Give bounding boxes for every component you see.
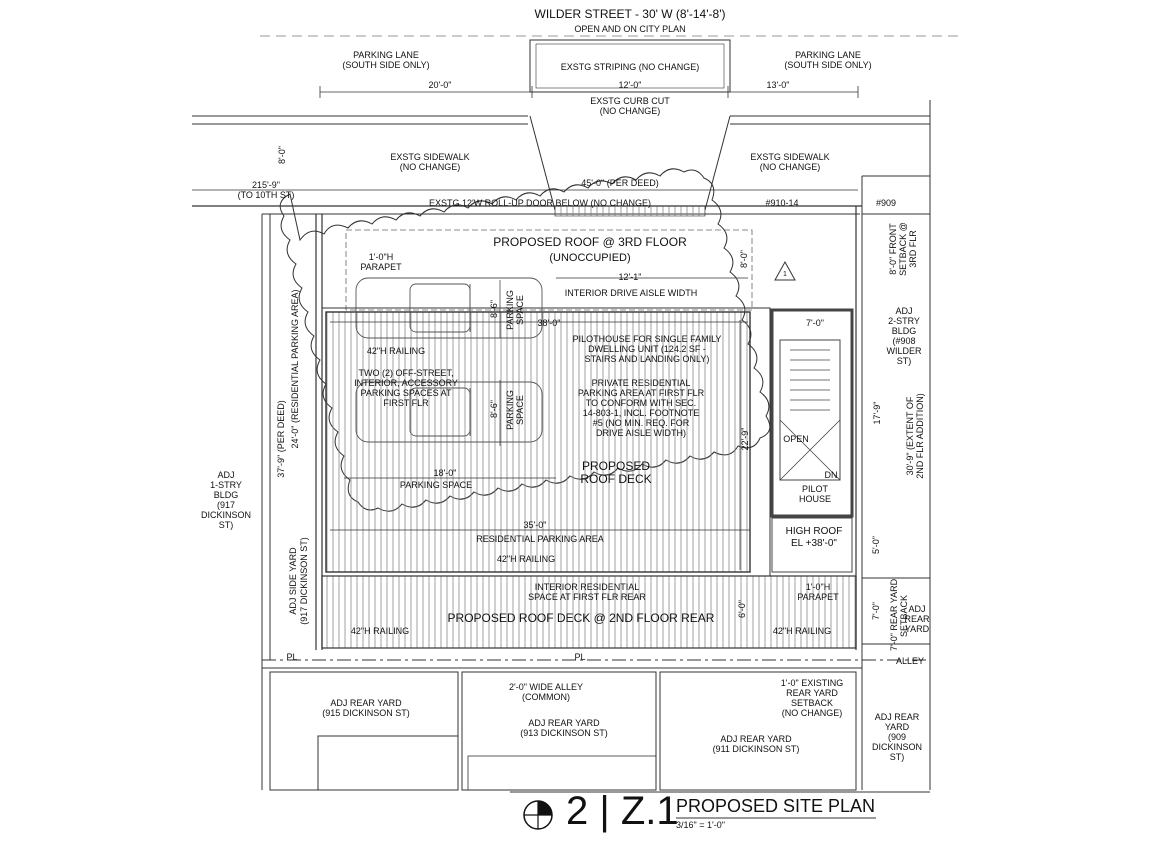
dim-24-res-parking: 24'-0" (RESIDENTIAL PARKING AREA) bbox=[290, 289, 300, 449]
pl-mid: PL bbox=[574, 652, 586, 662]
adj-909: ADJ REAR YARD (909 DICKINSON ST) bbox=[871, 712, 922, 762]
rollup-door: EXSTG 12'W ROLL-UP DOOR BELOW (NO CHANGE… bbox=[428, 198, 652, 208]
north-arrow-icon bbox=[523, 800, 553, 830]
roof-deck-2nd-floor bbox=[321, 575, 857, 649]
dim-35: 35'-0" bbox=[523, 520, 547, 530]
adj-915: ADJ REAR YARD (915 DICKINSON ST) bbox=[322, 698, 410, 718]
dim-6: 6'-0" bbox=[737, 600, 747, 618]
interior-residential: INTERIOR RESIDENTIAL SPACE AT FIRST FLR … bbox=[528, 582, 646, 602]
sheet-number: 2 | Z.1 bbox=[566, 789, 679, 833]
striping-label: EXSTG STRIPING (NO CHANGE) bbox=[560, 62, 700, 72]
dim-20: 20'-0" bbox=[428, 80, 452, 90]
per-deed-37: 37'-9" (PER DEED) bbox=[276, 400, 286, 478]
parking-space-v2: PARKING SPACE bbox=[505, 390, 525, 430]
front-setback: 8'-0" FRONT SETBACK @ 3RD FLR bbox=[888, 222, 918, 276]
high-roof bbox=[771, 517, 853, 573]
car-outline-top bbox=[355, 277, 543, 339]
curb-cut-label: EXSTG CURB CUT (NO CHANGE) bbox=[590, 96, 670, 116]
open-label: OPEN bbox=[783, 434, 809, 444]
parapet-b: 1'-0"H PARAPET bbox=[797, 582, 839, 602]
pilot-house-label: PILOT HOUSE bbox=[798, 484, 831, 504]
adj-side-yard: ADJ SIDE YARD (917 DICKINSON ST) bbox=[288, 537, 309, 625]
dim-38: 38'-0" bbox=[537, 318, 561, 328]
addr-910: #910-14 bbox=[765, 198, 799, 208]
parking-space-h: PARKING SPACE bbox=[399, 480, 473, 490]
dn-label: DN bbox=[824, 470, 838, 480]
adj-1stry: ADJ 1-STRY BLDG (917 DICKINSON ST) bbox=[200, 470, 251, 530]
dim-7: 7'-0" bbox=[806, 318, 824, 328]
roof-deck-2nd-label: PROPOSED ROOF DECK @ 2ND FLOOR REAR bbox=[447, 611, 715, 625]
dim-8-top: 8'-0" bbox=[277, 146, 287, 164]
parapet-top: 1'-0"H PARAPET bbox=[360, 252, 402, 272]
parking-space-v1: PARKING SPACE bbox=[505, 290, 525, 330]
to-10th-st: 215'-9" (TO 10TH ST) bbox=[237, 180, 295, 200]
sheet-title: PROPOSED SITE PLAN bbox=[676, 796, 876, 816]
roof-3rd-floor-label: PROPOSED ROOF @ 3RD FLOOR bbox=[493, 235, 687, 249]
res-parking-area: RESIDENTIAL PARKING AREA bbox=[476, 534, 604, 544]
revision-number: 1 bbox=[783, 271, 787, 278]
proposed-roof-deck: PROPOSED ROOF DECK bbox=[580, 459, 652, 486]
alley-label: ALLEY bbox=[895, 656, 925, 666]
street-name: WILDER STREET - 30' W (8'-14'-8') bbox=[534, 7, 726, 21]
railing-42-d: 42"H RAILING bbox=[772, 626, 832, 636]
dim-8-6-b: 8'-6" bbox=[489, 400, 499, 418]
railing-42-b: 42"H RAILING bbox=[496, 554, 556, 564]
addr-909: #909 bbox=[875, 198, 897, 208]
per-deed-45: 45'-0" (PER DEED) bbox=[581, 178, 659, 188]
dim-17-9: 17'-9" bbox=[872, 401, 882, 425]
sidewalk-left: EXSTG SIDEWALK (NO CHANGE) bbox=[390, 152, 470, 172]
adj-rear-yard-r: ADJ REAR YARD bbox=[904, 604, 930, 634]
railing-42-c: 42"H RAILING bbox=[350, 626, 410, 636]
dim-12-1: 12'-1" bbox=[618, 272, 642, 282]
existing-setback: 1'-0" EXISTING REAR YARD SETBACK (NO CHA… bbox=[780, 678, 844, 718]
revision-triangle bbox=[774, 260, 796, 281]
adj-2stry: ADJ 2-STRY BLDG (#908 WILDER ST) bbox=[886, 306, 922, 366]
railing-42-a: 42"H RAILING bbox=[366, 346, 426, 356]
pilot-house bbox=[770, 308, 854, 518]
drive-aisle: INTERIOR DRIVE AISLE WIDTH bbox=[564, 288, 698, 298]
parking-lane-right: PARKING LANE (SOUTH SIDE ONLY) bbox=[784, 50, 872, 70]
extent-2nd-flr: 30'-9" (EXTENT OF 2ND FLR ADDITION) bbox=[905, 393, 925, 479]
two-spaces: TWO (2) OFF-STREET, INTERIOR, ACCESSORY … bbox=[354, 368, 458, 408]
sheet-scale: 3/16" = 1'-0" bbox=[676, 820, 725, 830]
dim-8-6-a: 8'-6" bbox=[489, 300, 499, 318]
roof-3rd-floor bbox=[345, 229, 753, 311]
private-parking: PRIVATE RESIDENTIAL PARKING AREA AT FIRS… bbox=[577, 378, 705, 438]
adj-913: ADJ REAR YARD (913 DICKINSON ST) bbox=[520, 718, 608, 738]
parking-lane-left: PARKING LANE (SOUTH SIDE ONLY) bbox=[342, 50, 430, 70]
dim-8-0-right: 8'-0" bbox=[739, 250, 749, 268]
pilothouse-note: PILOTHOUSE FOR SINGLE FAMILY DWELLING UN… bbox=[572, 334, 722, 364]
pl-left: PL bbox=[286, 652, 298, 662]
high-roof-label: HIGH ROOF EL +38'-0" bbox=[785, 526, 843, 549]
dim-22-9: 22'-9" bbox=[740, 427, 750, 451]
dim-18: 18'-0" bbox=[433, 468, 457, 478]
unoccupied-label: (UNOCCUPIED) bbox=[549, 252, 631, 264]
car-outline-bottom bbox=[355, 381, 543, 443]
dim-5: 5'-0" bbox=[871, 536, 881, 554]
adj-911: ADJ REAR YARD (911 DICKINSON ST) bbox=[712, 734, 800, 754]
dim-12: 12'-0" bbox=[618, 80, 642, 90]
street-note: OPEN AND ON CITY PLAN bbox=[574, 24, 686, 34]
wide-alley: 2'-0" WIDE ALLEY (COMMON) bbox=[509, 682, 583, 702]
dim-7-rear: 7'-0" bbox=[871, 602, 881, 620]
sidewalk-right: EXSTG SIDEWALK (NO CHANGE) bbox=[750, 152, 830, 172]
dim-13: 13'-0" bbox=[766, 80, 790, 90]
